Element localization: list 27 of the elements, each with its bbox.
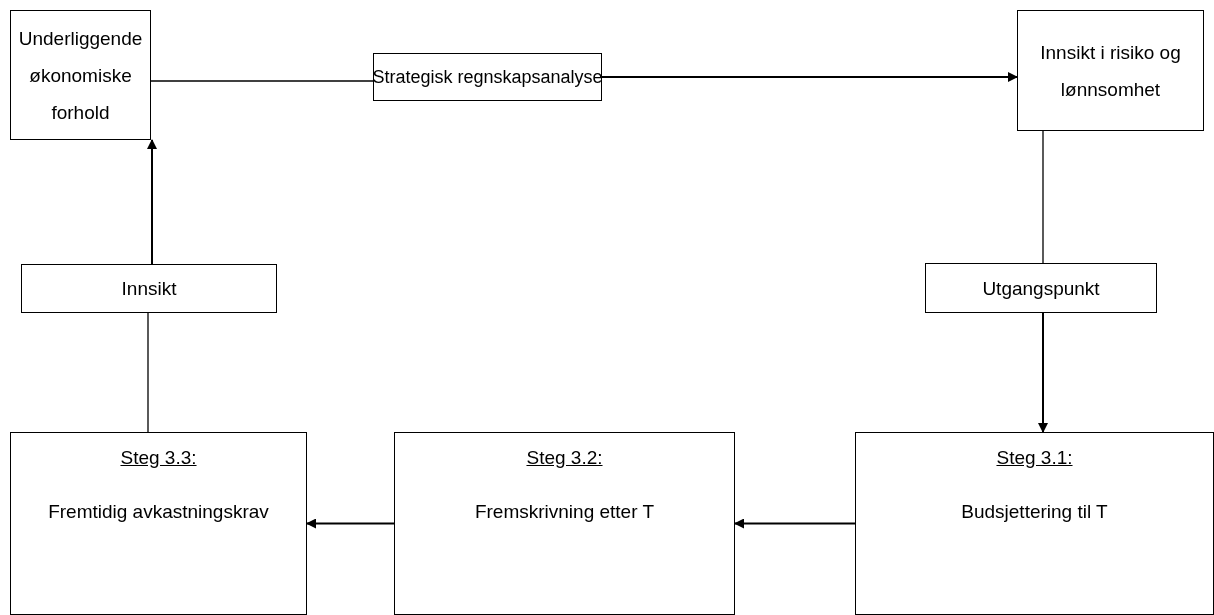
- step-text: Budsjettering til T: [961, 500, 1108, 524]
- box-label: Strategisk regnskapsanalyse: [372, 65, 603, 89]
- process-box: [10, 10, 151, 140]
- process-box: [373, 53, 602, 101]
- step-heading: Steg 3.2:: [526, 446, 603, 470]
- box-label: Underliggende økonomiske forhold: [17, 26, 144, 125]
- connector-line: [150, 80, 374, 82]
- step-text: Fremskrivning etter T: [474, 500, 655, 524]
- connector-line: [147, 312, 149, 433]
- box-label: Utgangspunkt: [982, 276, 1100, 301]
- arrow: [734, 518, 856, 529]
- process-box: [925, 263, 1157, 313]
- step-box: [855, 432, 1214, 615]
- process-box: [1017, 10, 1204, 131]
- step-box: [394, 432, 735, 615]
- box-label: Innsikt: [121, 277, 177, 301]
- box-label: Innsikt i risiko og lønnsomhet: [1039, 40, 1182, 102]
- step-box: [10, 432, 307, 615]
- step-text: Fremtidig avkastningskrav: [48, 500, 269, 524]
- step-heading: Steg 3.1:: [996, 446, 1073, 470]
- arrow: [601, 72, 1018, 82]
- arrow: [147, 139, 157, 265]
- arrow: [306, 518, 395, 529]
- process-box: [21, 264, 277, 313]
- step-heading: Steg 3.3:: [120, 446, 197, 470]
- connector-line: [1042, 130, 1044, 264]
- arrow: [1038, 312, 1048, 433]
